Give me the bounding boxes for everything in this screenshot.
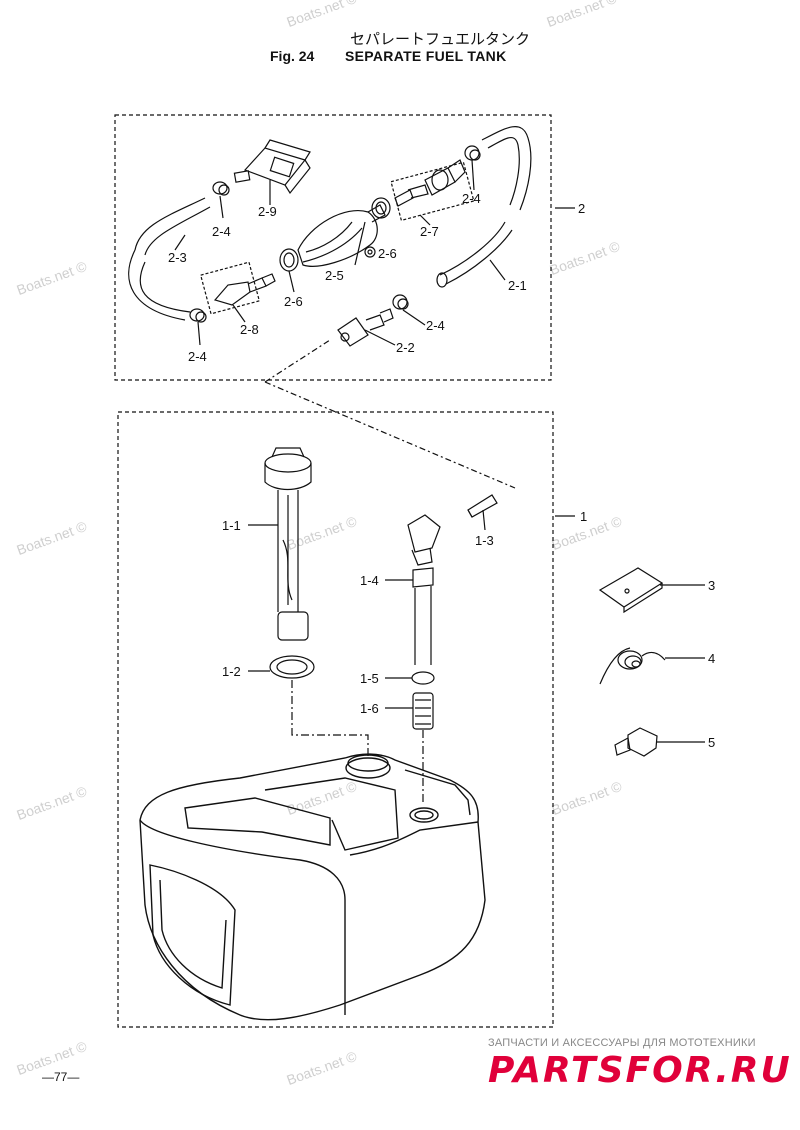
callout-2-2: 2-2 — [396, 340, 415, 355]
callout-2-4: 2-4 — [462, 191, 481, 206]
figure-title: SEPARATE FUEL TANK — [345, 48, 507, 64]
fitting-2-8 — [213, 273, 276, 306]
title-japanese: セパレートフュエルタンク — [350, 30, 531, 48]
callout-2: 2 — [578, 201, 585, 216]
connector-2-2 — [337, 308, 394, 347]
primer-bulb-2-5 — [297, 204, 386, 267]
clip-2-4 — [189, 308, 207, 323]
fitting-1-3 — [467, 494, 498, 518]
filter-1-6 — [412, 692, 434, 730]
fuel-tank-1 — [139, 753, 486, 1021]
fuel-gauge-1-1 — [264, 447, 312, 641]
callout-1: 1 — [580, 509, 587, 524]
callout-2-4: 2-4 — [426, 318, 445, 333]
callout-2-5: 2-5 — [325, 268, 344, 283]
fitting-2-7 — [371, 159, 466, 219]
part-4 — [599, 647, 666, 685]
hose-2-1 — [436, 126, 532, 288]
callout-2-3: 2-3 — [168, 250, 187, 265]
callout-1-6: 1-6 — [360, 701, 379, 716]
gasket-1-2 — [269, 655, 315, 679]
callout-1-3: 1-3 — [475, 533, 494, 548]
callout-4: 4 — [708, 651, 715, 666]
figure-number: Fig. 24 — [270, 48, 315, 64]
callout-1-2: 1-2 — [222, 664, 241, 679]
callout-2-6: 2-6 — [378, 246, 397, 261]
callout-3: 3 — [708, 578, 715, 593]
callout-2-7: 2-7 — [420, 224, 439, 239]
callout-1-4: 1-4 — [360, 573, 379, 588]
fuel-tank-assembly-frame — [117, 411, 554, 1028]
callout-1-5: 1-5 — [360, 671, 379, 686]
fuel-line-assembly-frame — [114, 114, 552, 381]
callout-2-4: 2-4 — [188, 349, 207, 364]
clip-2-4 — [392, 294, 409, 310]
o-ring-2-6 — [364, 246, 376, 258]
callout-2-8: 2-8 — [240, 322, 259, 337]
part-3 — [598, 567, 664, 614]
page-number: —77— — [42, 1070, 80, 1084]
pickup-tube-1-4 — [407, 514, 441, 665]
callout-2-1: 2-1 — [508, 278, 527, 293]
hose-2-3 — [128, 197, 211, 321]
clip-2-4 — [464, 145, 481, 161]
part-5 — [614, 727, 658, 757]
callout-2-6: 2-6 — [284, 294, 303, 309]
o-ring-2-6 — [279, 248, 299, 272]
callout-1-1: 1-1 — [222, 518, 241, 533]
brand-logo: PARTSFOR.RU — [488, 1050, 792, 1091]
callout-5: 5 — [708, 735, 715, 750]
brand-subtitle: ЗАПЧАСТИ И АКСЕССУАРЫ ДЛЯ МОТОТЕХНИКИ — [488, 1037, 756, 1049]
callout-2-9: 2-9 — [258, 204, 277, 219]
o-ring-1-5 — [411, 671, 435, 685]
callout-2-4: 2-4 — [212, 224, 231, 239]
connector-2-9 — [233, 139, 311, 195]
clip-2-4 — [212, 181, 230, 196]
